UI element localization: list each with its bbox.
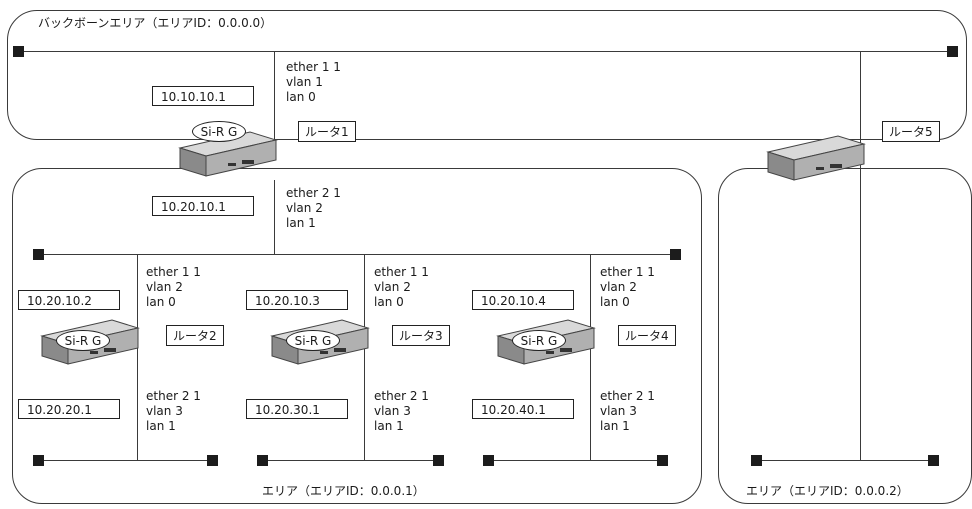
router4-lower-interface: ether 2 1 vlan 3 lan 1 — [600, 389, 655, 434]
router3-upper-ip: 10.20.10.3 — [246, 290, 348, 310]
router3-upper-interface: ether 1 1 vlan 2 lan 0 — [374, 265, 429, 310]
router4-name: ルータ4 — [618, 325, 676, 346]
lan-label: lan 0 — [286, 90, 316, 104]
ether-label: ether 2 1 — [146, 389, 201, 403]
router3-link — [364, 254, 365, 460]
router2-model: Si-R G — [56, 330, 110, 351]
router1-model: Si-R G — [192, 121, 246, 142]
router2-lower-interface: ether 2 1 vlan 3 lan 1 — [146, 389, 201, 434]
vlan-label: vlan 1 — [286, 75, 323, 89]
ether-label: ether 2 1 — [286, 186, 341, 200]
ether-label: ether 1 1 — [146, 265, 201, 279]
ether-label: ether 1 1 — [286, 60, 341, 74]
backbone-area — [7, 10, 967, 140]
vlan-label: vlan 3 — [600, 404, 637, 418]
lan-label: lan 1 — [146, 419, 176, 433]
segment-terminator — [751, 455, 762, 466]
lan-label: lan 0 — [374, 295, 404, 309]
router1-name: ルータ1 — [298, 121, 356, 142]
segment-terminator — [33, 455, 44, 466]
router5-name: ルータ5 — [882, 121, 940, 142]
area1-segment — [38, 254, 678, 255]
ether-label: ether 2 1 — [600, 389, 655, 403]
router4-upper-interface: ether 1 1 vlan 2 lan 0 — [600, 265, 655, 310]
lan-label: lan 0 — [600, 295, 630, 309]
router5-link — [860, 51, 861, 460]
router1-uplink — [274, 51, 275, 159]
router4-link — [590, 254, 591, 460]
router3-model: Si-R G — [286, 330, 340, 351]
router2-lan-segment — [38, 460, 214, 461]
router4-upper-ip: 10.20.10.4 — [472, 290, 574, 310]
lan-label: lan 0 — [146, 295, 176, 309]
ether-label: ether 2 1 — [374, 389, 429, 403]
backbone-area-label: バックボーンエリア（エリアID：0.0.0.0） — [38, 16, 273, 30]
router4-lower-ip: 10.20.40.1 — [472, 399, 574, 419]
ether-label: ether 1 1 — [374, 265, 429, 279]
vlan-label: vlan 3 — [374, 404, 411, 418]
router-icon — [766, 134, 866, 184]
router3-name: ルータ3 — [392, 325, 450, 346]
vlan-label: vlan 3 — [146, 404, 183, 418]
vlan-label: vlan 2 — [600, 280, 637, 294]
segment-terminator — [257, 455, 268, 466]
vlan-label: vlan 2 — [286, 201, 323, 215]
router1-upper-interface: ether 1 1 vlan 1 lan 0 — [286, 60, 341, 105]
router4-model: Si-R G — [512, 330, 566, 351]
segment-terminator — [947, 46, 958, 57]
router3-lan-segment — [262, 460, 440, 461]
router1-lower-ip: 10.20.10.1 — [152, 196, 254, 216]
segment-terminator — [207, 455, 218, 466]
lan-label: lan 1 — [374, 419, 404, 433]
segment-terminator — [657, 455, 668, 466]
lan-label: lan 1 — [600, 419, 630, 433]
area-2-label: エリア（エリアID：0.0.0.2） — [746, 484, 909, 498]
segment-terminator — [483, 455, 494, 466]
router3-lower-ip: 10.20.30.1 — [246, 399, 348, 419]
ether-label: ether 1 1 — [600, 265, 655, 279]
router1-downlink — [274, 180, 275, 254]
segment-terminator — [13, 46, 24, 57]
area-2 — [718, 168, 972, 504]
router2-name: ルータ2 — [166, 325, 224, 346]
router3-lower-interface: ether 2 1 vlan 3 lan 1 — [374, 389, 429, 434]
router2-link — [137, 254, 138, 460]
segment-terminator — [928, 455, 939, 466]
router2-upper-interface: ether 1 1 vlan 2 lan 0 — [146, 265, 201, 310]
vlan-label: vlan 2 — [146, 280, 183, 294]
area-1-label: エリア（エリアID：0.0.0.1） — [262, 484, 425, 498]
router2-lower-ip: 10.20.20.1 — [18, 399, 120, 419]
segment-terminator — [33, 249, 44, 260]
segment-terminator — [433, 455, 444, 466]
router5-lan-segment — [756, 460, 934, 461]
router2-upper-ip: 10.20.10.2 — [18, 290, 120, 310]
lan-label: lan 1 — [286, 216, 316, 230]
router4-lan-segment — [488, 460, 664, 461]
vlan-label: vlan 2 — [374, 280, 411, 294]
router1-lower-interface: ether 2 1 vlan 2 lan 1 — [286, 186, 341, 231]
router1-upper-ip: 10.10.10.1 — [152, 86, 254, 106]
segment-terminator — [670, 249, 681, 260]
backbone-segment — [18, 51, 953, 52]
